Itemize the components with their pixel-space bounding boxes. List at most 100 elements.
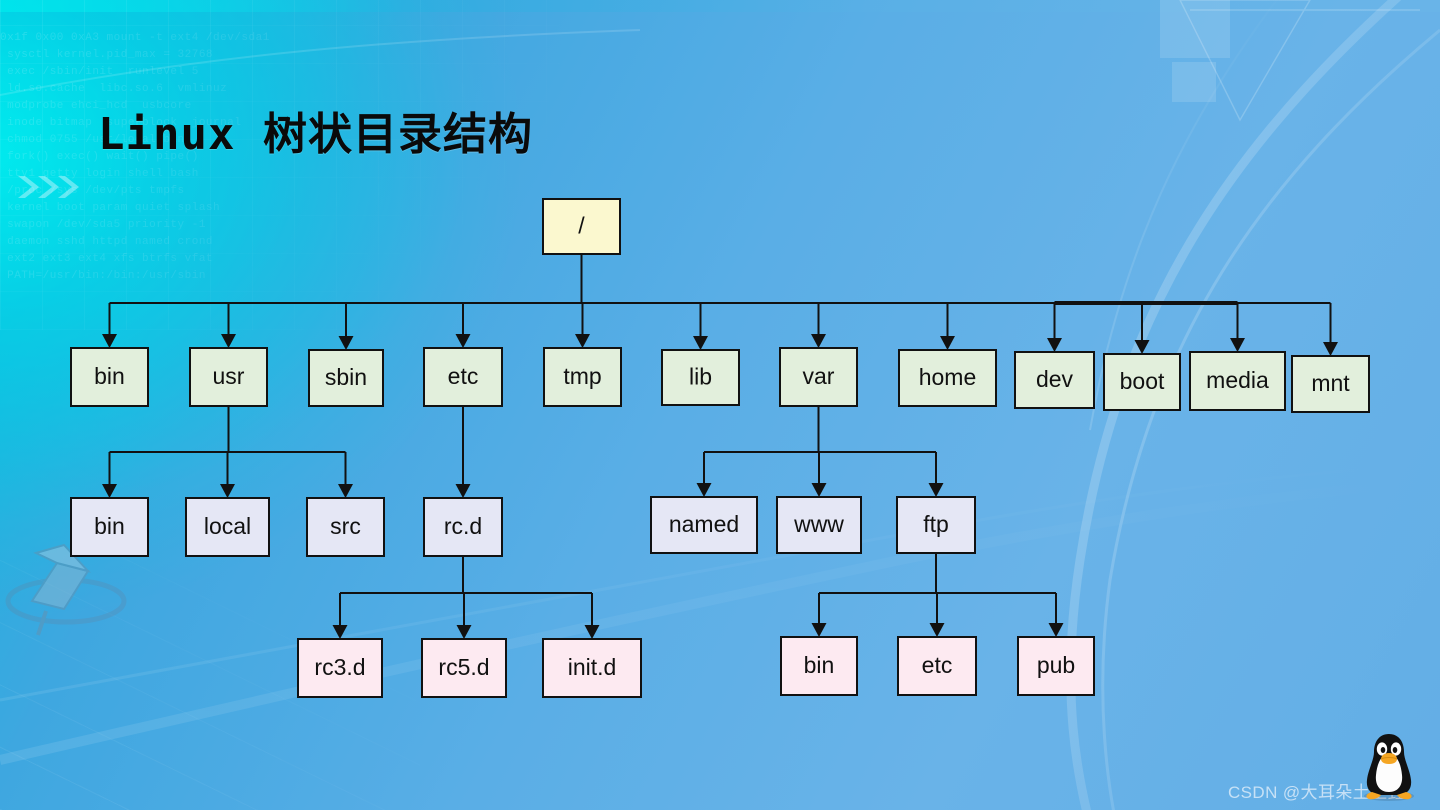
- node-rc-d[interactable]: rc.d: [423, 497, 503, 557]
- node-named[interactable]: named: [650, 496, 758, 554]
- arrowhead-icon: [1048, 623, 1064, 637]
- arrowhead-icon: [455, 334, 471, 348]
- node-boot[interactable]: boot: [1103, 353, 1181, 411]
- node-box: [542, 198, 621, 255]
- page-title: Linux 树状目录结构: [98, 109, 533, 160]
- node-box: [661, 349, 740, 406]
- node-label: /: [578, 213, 585, 239]
- node-label: www: [793, 511, 844, 537]
- node-label: rc.d: [444, 513, 482, 539]
- node-box: [297, 638, 383, 698]
- arrowhead-icon: [332, 625, 348, 639]
- node-local[interactable]: local: [185, 497, 270, 557]
- node-label: etc: [922, 652, 953, 678]
- node-label: bin: [804, 652, 835, 678]
- arrowhead-icon: [1134, 340, 1150, 354]
- arrowhead-icon: [338, 336, 354, 350]
- node-dev[interactable]: dev: [1014, 351, 1095, 409]
- node-label: media: [1206, 367, 1269, 393]
- node-mnt[interactable]: mnt: [1291, 355, 1370, 413]
- csdn-watermark: CSDN @大耳朵土土垚: [1228, 783, 1405, 802]
- node-box: [308, 349, 384, 407]
- node-label: boot: [1120, 368, 1165, 394]
- node-box: [70, 497, 149, 557]
- node-label: local: [204, 513, 251, 539]
- node-label: tmp: [563, 363, 601, 389]
- node-box: [421, 638, 507, 698]
- arrowhead-icon: [456, 625, 472, 639]
- arrowhead-icon: [1323, 342, 1338, 356]
- node-label: sbin: [325, 364, 367, 390]
- arrowhead-icon: [221, 334, 236, 348]
- node-label: mnt: [1311, 370, 1350, 396]
- node-label: bin: [94, 363, 125, 389]
- node-rc3-d[interactable]: rc3.d: [297, 638, 383, 698]
- node-bin[interactable]: bin: [70, 497, 149, 557]
- node-label: var: [803, 363, 835, 389]
- node-ftp[interactable]: ftp: [896, 496, 976, 554]
- tree-connector-edges: [102, 254, 1338, 639]
- node-var[interactable]: var: [779, 347, 858, 407]
- node-box: [185, 497, 270, 557]
- node-src[interactable]: src: [306, 497, 385, 557]
- node-label: pub: [1037, 652, 1075, 678]
- arrowhead-icon: [811, 483, 827, 497]
- node-label: lib: [689, 364, 712, 390]
- node-etc[interactable]: etc: [897, 636, 977, 696]
- arrowhead-icon: [220, 484, 235, 498]
- node-box: [423, 497, 503, 557]
- node-box: [898, 349, 997, 407]
- node-box: [306, 497, 385, 557]
- arrowhead-icon: [102, 484, 117, 498]
- node-home[interactable]: home: [898, 349, 997, 407]
- node-box: [897, 636, 977, 696]
- node-label: home: [919, 364, 977, 390]
- arrowhead-icon: [338, 484, 353, 498]
- node-label: named: [669, 511, 739, 537]
- arrowhead-icon: [584, 625, 600, 639]
- node-box: [1014, 351, 1095, 409]
- node-rc5-d[interactable]: rc5.d: [421, 638, 507, 698]
- node-tmp[interactable]: tmp: [543, 347, 622, 407]
- node-label: bin: [94, 513, 125, 539]
- node-bin[interactable]: bin: [70, 347, 149, 407]
- arrowhead-icon: [928, 483, 944, 497]
- node-bin[interactable]: bin: [780, 636, 858, 696]
- node-etc[interactable]: etc: [423, 347, 503, 407]
- node-box: [70, 347, 149, 407]
- node-box: [1103, 353, 1181, 411]
- arrowhead-icon: [455, 484, 471, 498]
- node-pub[interactable]: pub: [1017, 636, 1095, 696]
- node-box: [542, 638, 642, 698]
- node-label: init.d: [568, 654, 617, 680]
- node-box: [543, 347, 622, 407]
- arrowhead-icon: [929, 623, 945, 637]
- node-www[interactable]: www: [776, 496, 862, 554]
- arrowhead-icon: [811, 334, 826, 348]
- node-sbin[interactable]: sbin: [308, 349, 384, 407]
- arrowhead-icon: [575, 334, 590, 348]
- node-box: [1291, 355, 1370, 413]
- node-box: [1017, 636, 1095, 696]
- node-label: rc5.d: [438, 654, 489, 680]
- arrowhead-icon: [1230, 338, 1245, 352]
- node-label: ftp: [923, 511, 949, 537]
- arrowhead-icon: [693, 336, 708, 350]
- node-/[interactable]: /: [542, 198, 621, 255]
- node-label: src: [330, 513, 361, 539]
- arrowhead-icon: [940, 336, 955, 350]
- node-box: [423, 347, 503, 407]
- node-media[interactable]: media: [1189, 351, 1286, 411]
- node-init-d[interactable]: init.d: [542, 638, 642, 698]
- node-lib[interactable]: lib: [661, 349, 740, 406]
- arrowhead-icon: [811, 623, 827, 637]
- node-usr[interactable]: usr: [189, 347, 268, 407]
- node-box: [776, 496, 862, 554]
- node-box: [650, 496, 758, 554]
- tux-penguin-logo: [1364, 734, 1414, 801]
- arrowhead-icon: [102, 334, 117, 348]
- node-box: [780, 636, 858, 696]
